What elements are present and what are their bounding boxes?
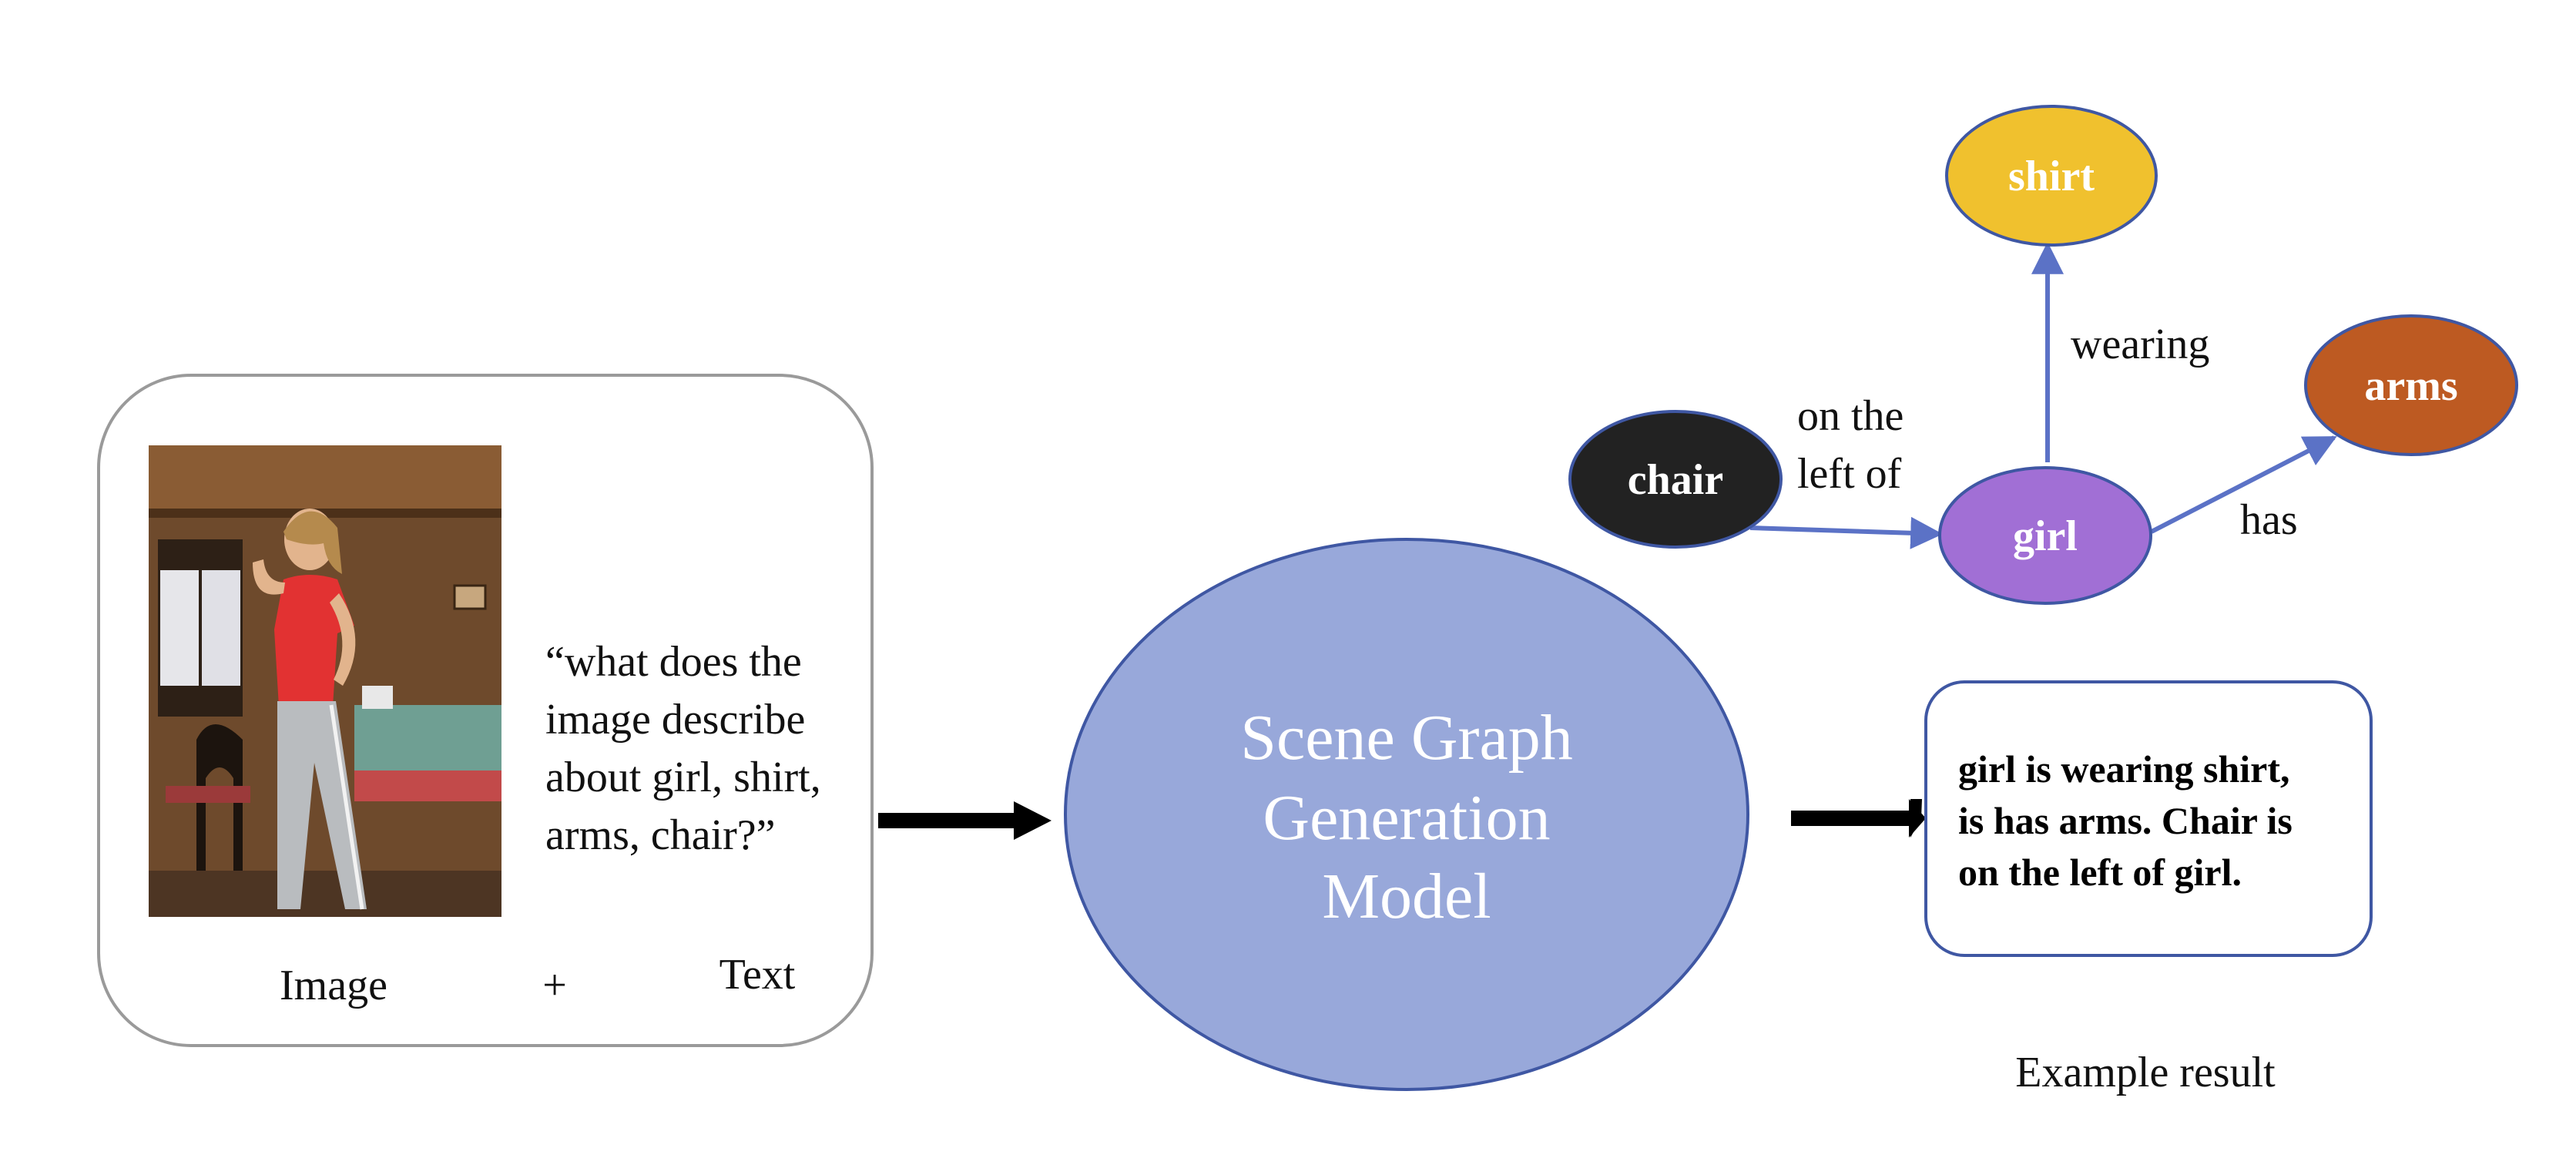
edge-girl-arms [2150,435,2337,534]
result-line: girl is wearing shirt, [1958,747,2290,791]
model-ellipse [1064,538,1749,1091]
node-label-chair: chair [1628,456,1723,504]
edge-label-left-of: left of [1797,450,1902,498]
result-box [1924,680,2373,957]
edge-chair-girl [1749,516,1944,549]
result-line: is has arms. Chair is [1958,799,2293,842]
model-title-line: Generation [1263,782,1550,854]
edge-label-left-of: on the [1797,392,1903,440]
result-caption: Example result [2015,1049,2276,1096]
result-panel: girl is wearing shirt, is has arms. Chai… [1924,680,2373,957]
node-chair: chair [1568,410,1783,549]
model-title-line: Scene Graph [1240,702,1572,774]
plus-sign: + [542,962,567,1009]
model-to-result-arrow [1791,799,1926,838]
node-label-girl: girl [2013,512,2078,560]
node-shirt: shirt [1945,105,2158,247]
node-arms: arms [2304,314,2518,456]
query-line: about girl, shirt, [545,754,821,801]
scene-graph-model: Scene Graph Generation Model [1064,538,1749,1091]
input-to-model-arrow [878,801,1052,840]
input-photo [149,445,501,917]
query-line: image describe [545,696,805,744]
node-girl: girl [1938,466,2152,605]
image-label: Image [280,962,387,1009]
query-text: “what does the image describe about girl… [545,638,821,859]
edge-label-has: has [2240,496,2298,544]
result-line: on the left of girl. [1958,851,2242,894]
input-panel: Image + Text “what does the image descri… [97,374,874,1047]
scene-graph: wearing has on the left of shirt arms ch… [1568,105,2518,605]
query-line: “what does the [545,638,802,686]
text-label: Text [719,951,796,999]
edge-label-wearing: wearing [2071,321,2209,368]
model-title-line: Model [1322,861,1491,932]
node-label-arms: arms [2364,362,2457,410]
query-line: arms, chair?” [545,811,775,859]
node-label-shirt: shirt [2008,153,2095,200]
